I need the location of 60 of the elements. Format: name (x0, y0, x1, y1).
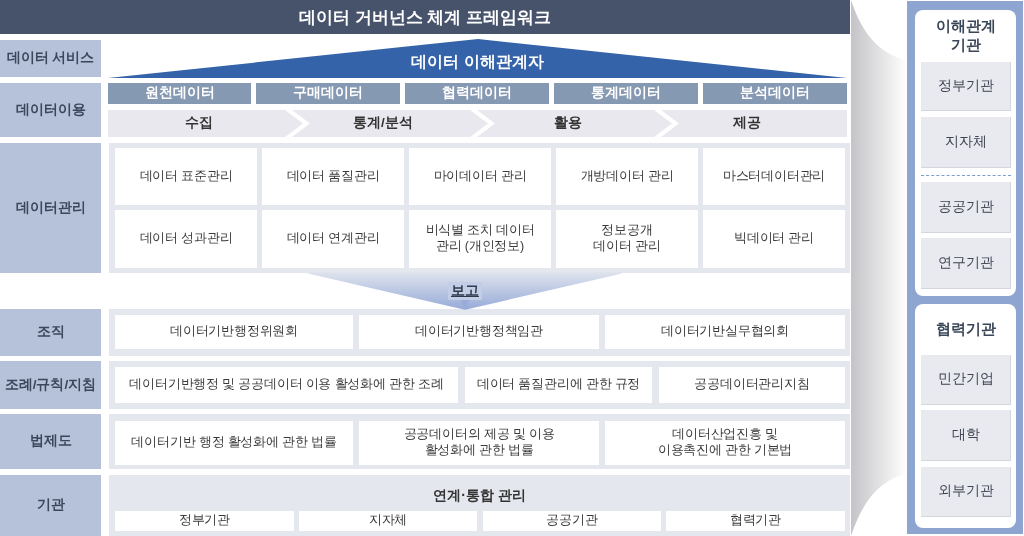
group-panel (109, 475, 850, 536)
org-cell: 정부기관 (115, 511, 294, 531)
item-card: 데이터 표준관리 (115, 148, 257, 205)
item-card: 데이터기반행정책임관 (359, 315, 599, 349)
item-card: 공공데이터관리지침 (659, 367, 845, 403)
group-panel (109, 143, 850, 273)
item-card: 빅데이터 관리 (703, 210, 845, 268)
process-step: 통계/분석 (292, 110, 488, 137)
item-card: 데이터 성과관리 (115, 210, 257, 268)
row-label: 조직 (0, 309, 101, 356)
card-heading: 협력기관 (935, 319, 996, 338)
item-card: 마스터데이터관리 (703, 148, 845, 205)
item-card: 데이터 품질관리 (262, 148, 404, 205)
org-cell: 지자체 (299, 511, 477, 531)
org-card: 공공기관 (921, 182, 1011, 233)
row-label: 조례/규칙/지침 (0, 361, 101, 409)
item-card: 데이터기반행정 및 공공데이터 이용 활성화에 관한 조례 (115, 367, 458, 403)
card-heading: 이해관계 기관 (934, 16, 997, 54)
org-cell: 공공기관 (483, 511, 661, 531)
process-step: 활용 (477, 110, 672, 137)
item-card: 데이터기반행정위원회 (115, 315, 353, 349)
data-type-bar: 통계데이터 (554, 83, 698, 104)
row-label: 기관 (0, 475, 101, 536)
row-label: 법제도 (0, 414, 101, 469)
data-type-bar: 원천데이터 (108, 83, 251, 104)
org-card: 정부기관 (921, 62, 1011, 111)
org-card: 지자체 (921, 117, 1011, 168)
group-panel (109, 414, 850, 469)
sidebar-frame (907, 1, 1023, 534)
funnel-arrow (308, 272, 622, 310)
sidebar-card (915, 304, 1016, 528)
item-card: 공공데이터의 제공 및 이용 활성화에 관한 법률 (359, 421, 599, 465)
item-card: 데이터 연계관리 (262, 210, 404, 268)
item-card: 데이터기반실무협의회 (605, 315, 845, 349)
group-panel (109, 309, 850, 356)
process-step: 수집 (108, 110, 303, 137)
data-type-bar: 협력데이터 (405, 83, 549, 104)
panel-heading: 연계·통합 관리 (433, 486, 526, 505)
row-label: 데이터이용 (0, 83, 101, 137)
data-type-bar: 분석데이터 (703, 83, 847, 104)
org-card: 민간기업 (921, 355, 1011, 405)
row-label: 데이터관리 (0, 143, 101, 273)
org-cell: 협력기관 (666, 511, 845, 531)
process-step: 제공 (661, 110, 847, 137)
org-card: 대학 (921, 410, 1011, 461)
item-card: 비식별 조치 데이터 관리 (개인정보) (409, 210, 551, 268)
row-label: 데이터 서비스 (0, 40, 101, 77)
org-card: 연구기관 (921, 238, 1011, 289)
item-card: 데이터산업진흥 및 이용촉진에 관한 기본법 (605, 421, 845, 465)
data-type-bar: 구매데이터 (256, 83, 400, 104)
item-card: 데이터 품질관리에 관한 규정 (465, 367, 652, 403)
sidebar-card (915, 10, 1016, 296)
item-card: 데이터기반 행정 활성화에 관한 법률 (115, 421, 353, 465)
group-panel (109, 361, 850, 409)
org-card: 외부기관 (921, 467, 1011, 517)
edge-label: 보고 (448, 282, 482, 300)
title-bar: 데이터 거버넌스 체계 프레임워크 (0, 0, 850, 34)
item-card: 마이데이터 관리 (409, 148, 551, 205)
item-card: 정보공개 데이터 관리 (556, 210, 698, 268)
item-card: 개방데이터 관리 (556, 148, 698, 205)
